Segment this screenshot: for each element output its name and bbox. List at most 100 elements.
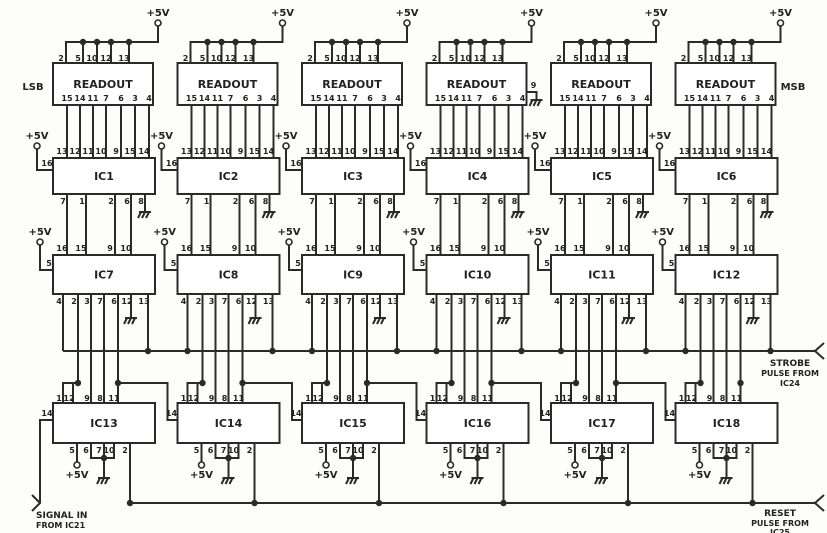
pin-number: 2 xyxy=(681,54,687,63)
pin-number: 9 xyxy=(458,394,464,403)
wire xyxy=(160,149,178,171)
terminal-icon xyxy=(278,19,287,27)
pin-number: 12 xyxy=(567,147,578,156)
pin-number: 10 xyxy=(245,244,257,253)
junction-dot xyxy=(356,38,364,46)
pin-number: 6 xyxy=(111,297,117,306)
terminal-icon xyxy=(652,19,660,27)
terminal-icon xyxy=(157,142,166,150)
junction-dot xyxy=(74,379,82,387)
pin-number: 9 xyxy=(730,244,736,253)
pin-number: 7 xyxy=(558,197,564,206)
pin-number: 10 xyxy=(369,244,381,253)
pin-number: 12 xyxy=(495,297,506,306)
pin-number: 2 xyxy=(357,197,363,206)
pin-number: 13 xyxy=(367,54,378,63)
pin-number: 16 xyxy=(181,244,193,253)
pin-number: 7 xyxy=(726,94,732,103)
terminal-icon xyxy=(33,142,41,150)
supply-label: +5V xyxy=(648,131,671,142)
pin-number: 7 xyxy=(352,94,358,103)
pin-number: 1 xyxy=(577,197,583,206)
pin-number: 7 xyxy=(601,94,607,103)
pin-number: 12 xyxy=(194,147,205,156)
ground-icon xyxy=(261,211,276,219)
pin-number: 13 xyxy=(679,147,690,156)
pin-number: 14 xyxy=(697,94,709,103)
pin-number: 2 xyxy=(694,297,700,306)
pin-number: 8 xyxy=(636,197,642,206)
ground-icon xyxy=(635,211,649,219)
pin-number: 6 xyxy=(457,446,463,455)
pin-number: 7 xyxy=(595,297,601,306)
pin-number: 6 xyxy=(492,94,498,103)
pin-number: 10 xyxy=(726,446,738,455)
pin-number: 14 xyxy=(664,409,676,418)
pin-number: 8 xyxy=(387,197,393,206)
pin-number: 2 xyxy=(196,297,202,306)
readout-1 xyxy=(52,62,154,106)
pin-number: 16 xyxy=(539,159,551,168)
pin-number: 6 xyxy=(622,197,628,206)
pin-number: 15 xyxy=(559,94,571,103)
pin-number: 16 xyxy=(56,244,68,253)
wire xyxy=(186,382,203,403)
pin-number: 2 xyxy=(432,54,438,63)
ground-icon xyxy=(469,477,484,485)
supply-label: +5V xyxy=(150,131,173,142)
pin-number: 9 xyxy=(582,394,588,403)
terminal-icon xyxy=(534,238,542,246)
ground-icon xyxy=(372,317,386,325)
pin-number: 15 xyxy=(684,94,696,103)
pin-number: 8 xyxy=(471,394,477,403)
strobe-label: IC24 xyxy=(780,379,800,388)
pin-number: 5 xyxy=(295,259,301,268)
pin-number: 9 xyxy=(611,147,617,156)
pin-number: 9 xyxy=(736,147,742,156)
pin-number: 6 xyxy=(706,446,712,455)
pin-number: 15 xyxy=(124,147,136,156)
pin-number: 9 xyxy=(84,394,90,403)
carry-wire xyxy=(491,382,551,421)
pin-number: 14 xyxy=(263,147,275,156)
counter-ic16 xyxy=(425,402,530,444)
pin-number: 6 xyxy=(208,446,214,455)
pin-number: 5 xyxy=(449,54,455,63)
pin-number: 13 xyxy=(616,54,627,63)
latch-ic9 xyxy=(301,254,405,295)
pin-number: 7 xyxy=(719,446,725,455)
pin-number: 6 xyxy=(367,94,373,103)
supply-label: +5V xyxy=(28,227,51,238)
pin-number: 11 xyxy=(212,94,224,103)
wire xyxy=(560,382,576,403)
terminal-icon xyxy=(571,461,579,469)
terminal-icon xyxy=(282,142,290,150)
pin-number: 9 xyxy=(356,244,362,253)
supply-label: +5V xyxy=(523,131,546,142)
supply-label: +5V xyxy=(769,8,792,19)
junction-dot xyxy=(232,38,239,46)
reset-input-arrow xyxy=(813,494,825,512)
pin-number: 4 xyxy=(520,94,526,103)
junction-dot xyxy=(702,38,709,46)
pin-number: 11 xyxy=(87,94,99,103)
pin-number: 4 xyxy=(430,297,436,306)
junction-dot xyxy=(328,38,336,46)
pin-number: 13 xyxy=(181,147,192,156)
junction-dot xyxy=(467,38,474,46)
supply-label: +5V xyxy=(314,470,337,481)
pin-number: 13 xyxy=(118,54,129,63)
pin-number: 13 xyxy=(305,147,316,156)
pin-number: 3 xyxy=(707,297,713,306)
terminal-icon xyxy=(160,238,169,246)
pin-number: 12 xyxy=(100,54,111,63)
pin-number: 16 xyxy=(166,159,178,168)
readout-5-label: READOUT xyxy=(571,78,631,91)
pin-number: 6 xyxy=(485,297,491,306)
pin-number: 10 xyxy=(718,147,730,156)
decoder-ic2-label: IC2 xyxy=(219,170,239,183)
supply-label: +5V xyxy=(395,8,418,19)
pin-number: 2 xyxy=(183,54,189,63)
pin-number: 11 xyxy=(233,394,245,403)
pin-number: 15 xyxy=(310,94,322,103)
